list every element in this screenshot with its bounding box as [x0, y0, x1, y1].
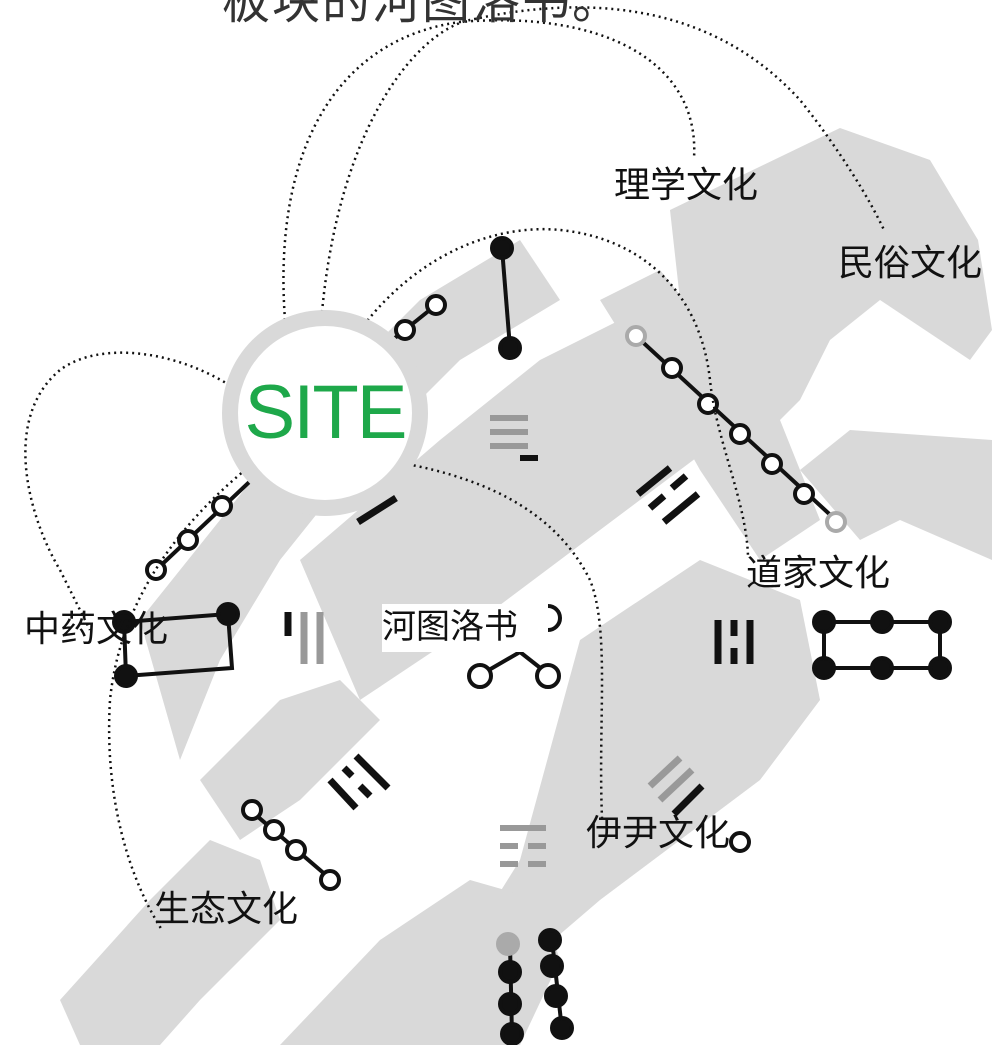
- trigram-southwest: [327, 753, 391, 811]
- luoshu-patterns: [112, 236, 952, 1046]
- trigram-west: [284, 612, 324, 664]
- label-minsu-culture: 民俗文化: [838, 243, 983, 284]
- district-band-south: [280, 880, 560, 1045]
- connector-site-minsu: [320, 6, 886, 313]
- trigram-south: [500, 825, 546, 867]
- north-single-dot-stick: [490, 236, 522, 360]
- label-lixue-culture: 理学文化: [614, 165, 759, 206]
- label-zhongyao-culture: 中药文化: [24, 609, 169, 650]
- trigram-north: [490, 415, 538, 461]
- district-band-west-lower: [200, 680, 380, 840]
- west-rectangle-dots: [112, 602, 240, 688]
- trigram-southeast: [647, 755, 705, 817]
- label-daojia-culture: 道家文化: [746, 553, 891, 594]
- trigram-northeast: [635, 465, 701, 525]
- district-bands: [60, 128, 992, 1045]
- southeast-dot: [729, 831, 751, 853]
- southwest-dot-chain: [241, 799, 341, 891]
- connector-lines: [24, 6, 886, 931]
- site-label: SITE: [244, 370, 408, 455]
- district-band-southwest: [60, 840, 280, 1045]
- label-hetu-luoshu: 河图洛书: [382, 604, 526, 652]
- district-band-west-diagonal: [140, 240, 560, 760]
- connector-site-lixue: [282, 19, 696, 333]
- south-ladder-dots: [496, 928, 574, 1046]
- trigram-east: [714, 620, 754, 664]
- diagram-title: 板块的河图洛书。: [222, 0, 623, 30]
- district-band-center-diagonal: [300, 300, 760, 700]
- center-dot-pair: [467, 604, 562, 689]
- label-yiyin-culture: 伊尹文化: [586, 813, 731, 854]
- district-band-east: [800, 430, 992, 560]
- site-marker: SITE: [222, 310, 428, 516]
- east-rectangle-dots: [812, 610, 952, 680]
- northeast-dot-chain: [625, 325, 847, 533]
- label-shengtai-culture: 生态文化: [154, 889, 299, 930]
